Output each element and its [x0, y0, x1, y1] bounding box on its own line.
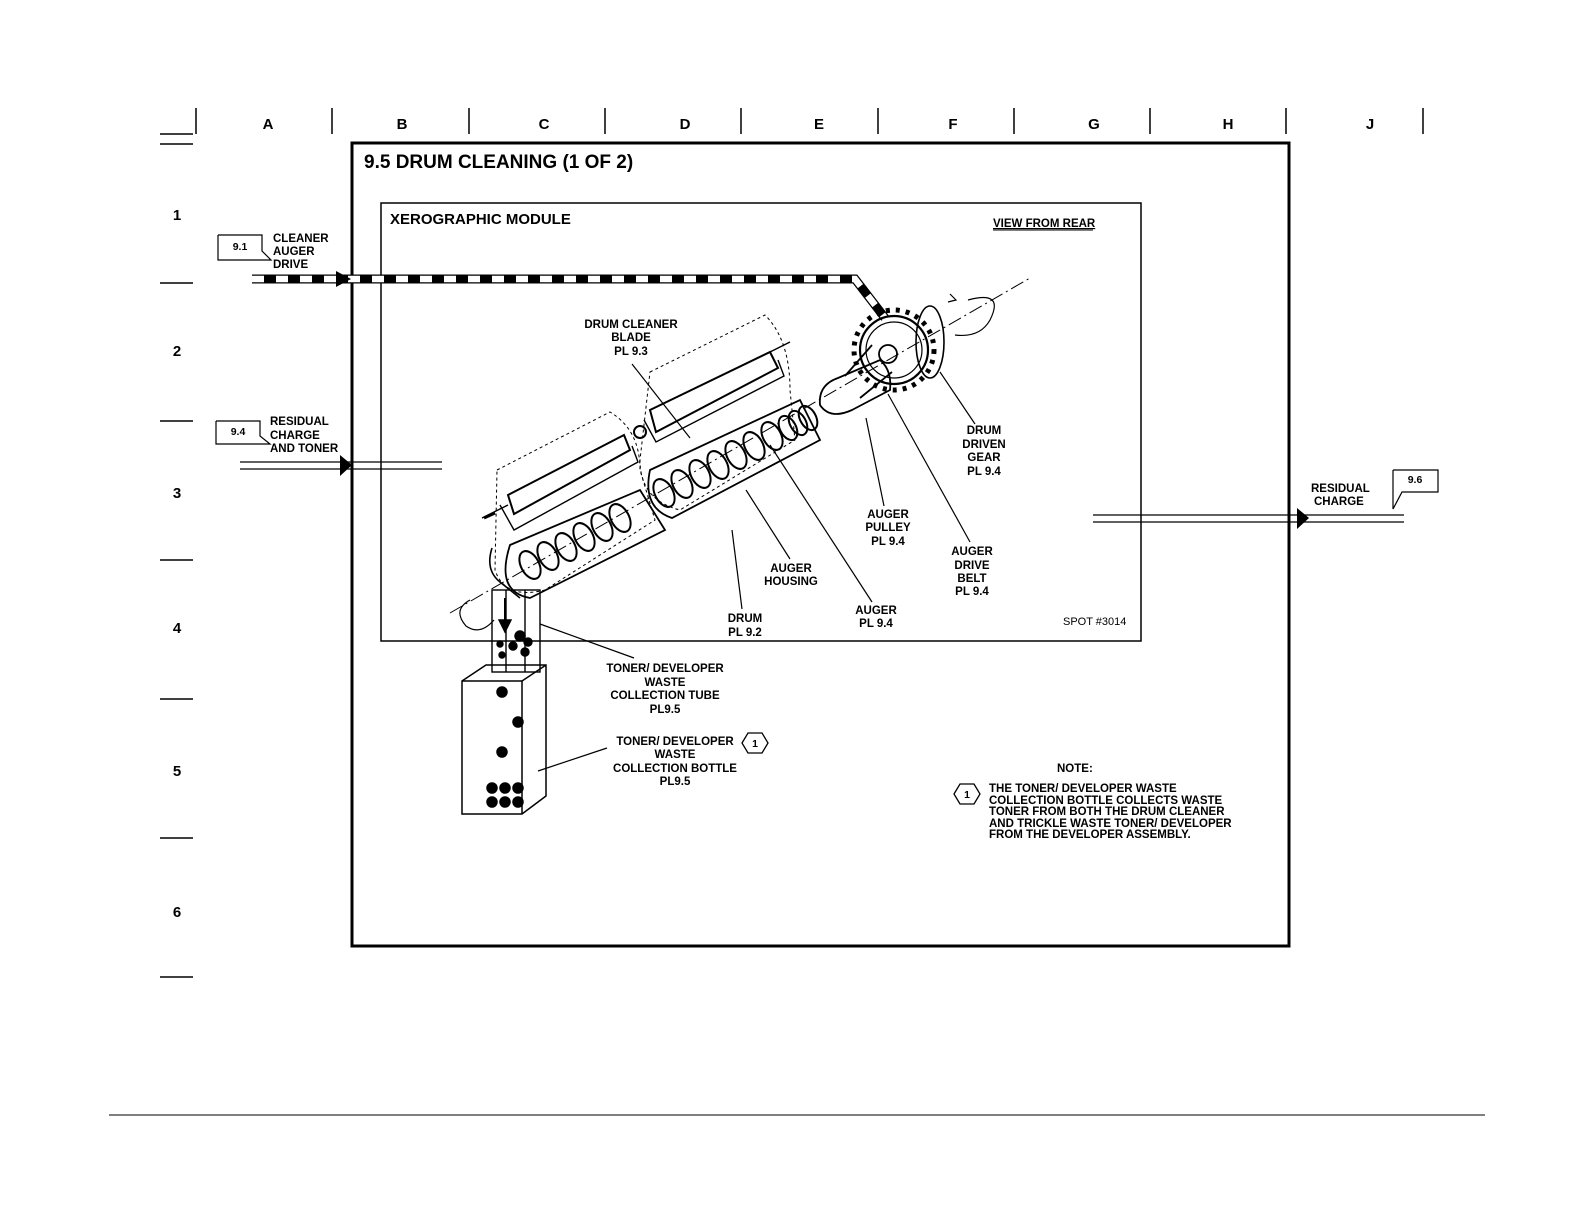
output-ref-9-6: 9.6 [1408, 474, 1423, 486]
part-auger: AUGER PL 9.4 [769, 444, 897, 630]
drum-assembly-illustration [449, 277, 1031, 614]
part-label-line: PL 9.4 [859, 618, 893, 630]
input-label-line: RESIDUAL [270, 416, 329, 428]
row-label-4: 4 [173, 620, 182, 637]
part-drum-cleaner-blade: DRUM CLEANER BLADE PL 9.3 [584, 319, 691, 439]
part-drum: DRUM PL 9.2 [728, 529, 763, 639]
part-label-line: AUGER [855, 605, 897, 617]
input-ref-9-4: 9.4 [231, 426, 246, 438]
part-label-line: BELT [957, 573, 986, 585]
note-block: NOTE: 1 THE TONER/ DEVELOPER WASTE COLLE… [953, 763, 1232, 841]
row-grid [160, 143, 193, 978]
note-heading: NOTE: [1057, 763, 1093, 775]
row-label-1: 1 [173, 207, 181, 224]
output-label-line: RESIDUAL [1311, 483, 1370, 495]
part-label-line: TONER/ DEVELOPER [606, 663, 724, 675]
part-label-line: PL 9.4 [955, 586, 989, 598]
part-label-line: COLLECTION BOTTLE [613, 763, 737, 775]
row-label-2: 2 [173, 343, 181, 360]
input-label-line: AND TONER [270, 443, 339, 455]
part-label-line: AUGER [951, 546, 993, 558]
note-line: COLLECTION BOTTLE COLLECTS WASTE [989, 795, 1223, 807]
callout-hexagon [741, 732, 769, 754]
part-label-line: PL 9.4 [871, 536, 905, 548]
part-label-line: HOUSING [764, 576, 818, 588]
part-drum-driven-gear: DRUM DRIVEN GEAR PL 9.4 [939, 371, 1006, 478]
part-auger-drive-belt: AUGER DRIVE BELT PL 9.4 [887, 393, 993, 598]
part-label-line: PL 9.2 [728, 627, 762, 639]
part-label-line: PL9.5 [650, 704, 681, 716]
part-label-line: AUGER [867, 509, 909, 521]
part-label-line: PL9.5 [660, 776, 691, 788]
part-label-line: GEAR [967, 452, 1001, 464]
output-label-line: CHARGE [1314, 496, 1364, 508]
row-label-3: 3 [173, 485, 181, 502]
part-label-line: WASTE [645, 677, 686, 689]
column-label-a: A [263, 116, 274, 133]
note-line: FROM THE DEVELOPER ASSEMBLY. [989, 829, 1191, 841]
part-label-line: PL 9.4 [967, 466, 1001, 478]
part-label-line: PULLEY [865, 522, 911, 534]
column-label-j: J [1366, 116, 1374, 133]
drive-gear-assembly [818, 293, 995, 415]
part-label-line: DRIVE [954, 560, 989, 572]
output-residual-charge: 9.6 RESIDUAL CHARGE [1093, 469, 1439, 529]
module-title: XEROGRAPHIC MODULE [390, 211, 571, 228]
input-cleaner-auger-drive: 9.1 CLEANER AUGER DRIVE [217, 233, 889, 321]
part-label-line: BLADE [611, 332, 651, 344]
part-label-line: COLLECTION TUBE [610, 690, 720, 702]
note-line: THE TONER/ DEVELOPER WASTE [989, 783, 1177, 795]
waste-collection-bottle [461, 664, 547, 815]
input-residual-charge-and-toner: 9.4 RESIDUAL CHARGE AND TONER [215, 416, 442, 476]
column-grid [160, 108, 1424, 135]
view-from-rear-label: VIEW FROM REAR [993, 218, 1096, 230]
waste-collection-tube [491, 589, 541, 673]
input-label-line: AUGER [273, 246, 315, 258]
part-label-line: DRUM [728, 613, 763, 625]
note-hexagon [953, 783, 981, 805]
xerographic-module-box [380, 202, 1142, 642]
row-label-5: 5 [173, 763, 181, 780]
part-label-line: DRUM CLEANER [584, 319, 678, 331]
part-label-line: AUGER [770, 563, 812, 575]
note-marker: 1 [964, 789, 970, 801]
part-label-line: DRUM [967, 425, 1002, 437]
column-label-e: E [814, 116, 824, 133]
spot-number: SPOT #3014 [1063, 616, 1126, 628]
part-auger-housing: AUGER HOUSING [745, 489, 818, 588]
part-label-line: WASTE [655, 749, 696, 761]
row-label-6: 6 [173, 904, 181, 921]
column-label-b: B [397, 116, 408, 133]
part-waste-collection-tube: TONER/ DEVELOPER WASTE COLLECTION TUBE P… [539, 623, 724, 716]
left-end-details [459, 511, 521, 631]
diagram-title: 9.5 DRUM CLEANING (1 OF 2) [364, 152, 633, 173]
note-line: TONER FROM BOTH THE DRUM CLEANER [989, 806, 1225, 818]
column-label-f: F [948, 116, 957, 133]
input-ref-9-1: 9.1 [233, 241, 248, 253]
auger-coils [518, 404, 819, 580]
column-label-h: H [1223, 116, 1234, 133]
part-label-line: PL 9.3 [614, 346, 648, 358]
column-label-c: C [539, 116, 550, 133]
note-line: AND TRICKLE WASTE TONER/ DEVELOPER [989, 818, 1232, 830]
column-label-d: D [680, 116, 691, 133]
callout-marker: 1 [752, 738, 758, 750]
input-label-line: CHARGE [270, 430, 320, 442]
part-label-line: DRIVEN [962, 439, 1005, 451]
input-label-line: CLEANER [273, 233, 329, 245]
outer-frame [350, 141, 1291, 948]
input-label-line: DRIVE [273, 259, 308, 271]
part-auger-pulley: AUGER PULLEY PL 9.4 [865, 417, 911, 548]
column-label-g: G [1088, 116, 1100, 133]
part-waste-collection-bottle: TONER/ DEVELOPER WASTE COLLECTION BOTTLE… [537, 732, 769, 788]
part-label-line: TONER/ DEVELOPER [616, 736, 734, 748]
